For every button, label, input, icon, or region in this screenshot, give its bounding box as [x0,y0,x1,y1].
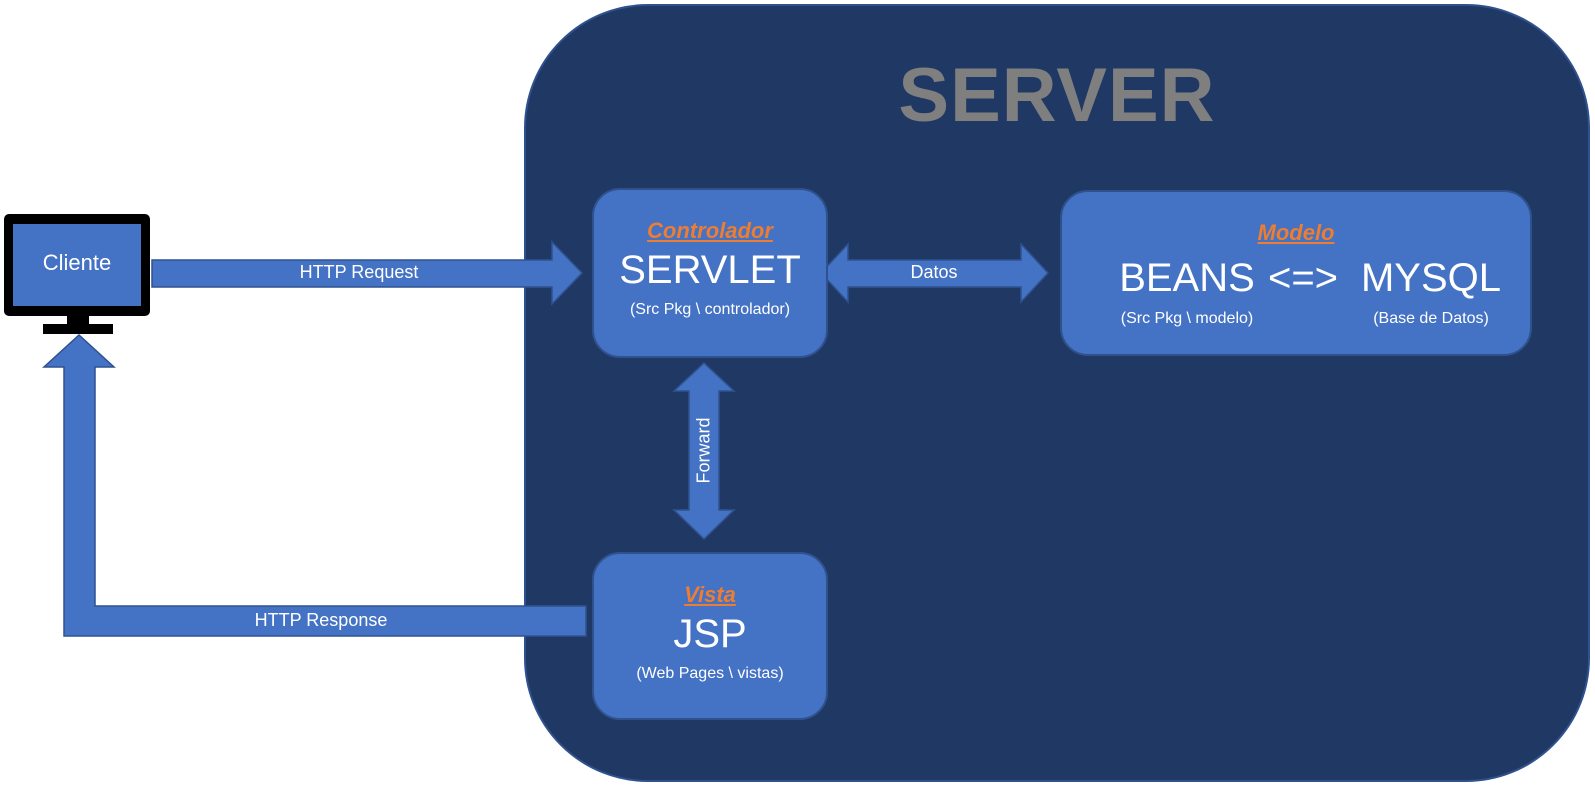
forward-label: Forward [693,417,714,484]
view-path: (Web Pages \ vistas) [636,665,784,682]
http-response-arrow [42,333,587,637]
monitor-screen [13,224,141,306]
model-box: Modelo BEANS <=> MYSQL (Src Pkg \ modelo… [1060,190,1532,356]
servlet-title: SERVLET [619,248,801,292]
db-path: (Base de Datos) [1373,310,1489,327]
forward-arrow [672,361,736,541]
beans-mysql-link: <=> [1267,256,1339,300]
monitor-base [43,324,113,334]
controller-path: (Src Pkg \ controlador) [629,301,791,318]
controller-box: Controlador SERVLET (Src Pkg \ controlad… [592,188,828,358]
jsp-title: JSP [673,612,747,656]
http-request-arrow [151,240,584,306]
beans-title: BEANS [1119,256,1255,300]
datos-arrow [819,242,1050,304]
view-box: Vista JSP (Web Pages \ vistas) [592,552,828,720]
http-response-label: HTTP Response [254,610,388,630]
server-title: SERVER [898,53,1216,138]
model-role: Modelo [1257,220,1335,245]
mysql-title: MYSQL [1360,256,1502,300]
http-request-label: HTTP Request [299,262,419,282]
view-role: Vista [684,582,736,607]
beans-path: (Src Pkg \ modelo) [1120,310,1254,327]
client-label: Cliente [42,250,112,275]
controller-role: Controlador [647,218,773,243]
datos-label: Datos [910,262,958,282]
